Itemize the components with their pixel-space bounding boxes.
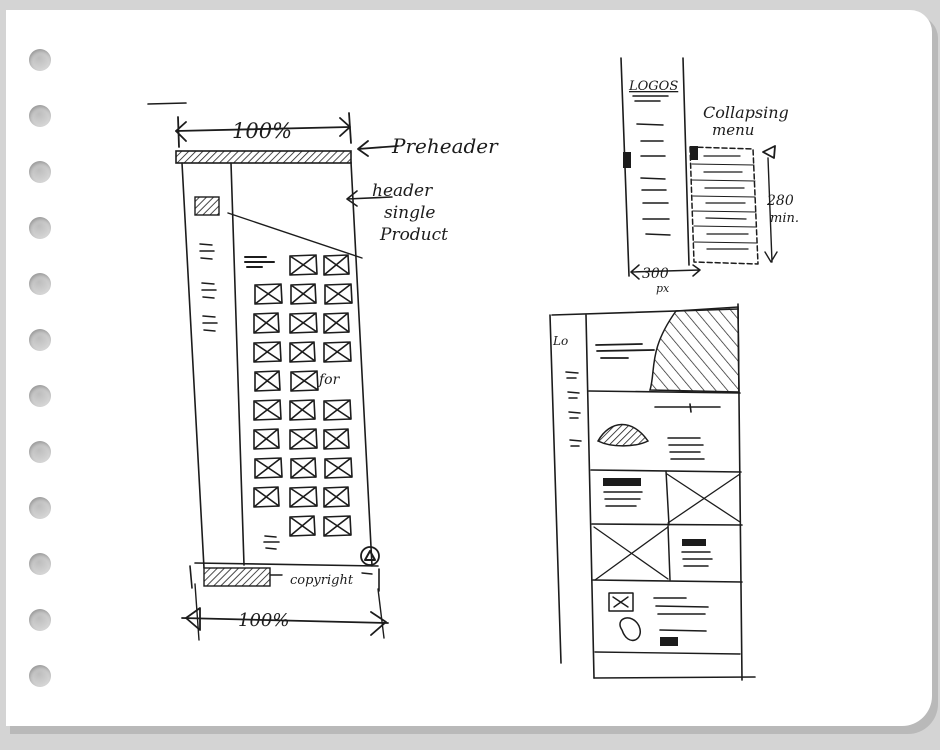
grid-footer-scribble	[263, 535, 280, 550]
bottom-section	[594, 592, 741, 655]
binder-hole-icon	[29, 441, 51, 463]
placeholder-box-icon	[253, 399, 282, 421]
collapse-marker	[690, 146, 698, 160]
placeholder-box-icon	[289, 486, 318, 508]
placeholder-box-icon	[289, 312, 318, 334]
binder-hole-icon	[29, 105, 51, 127]
side-nav-lines	[565, 371, 582, 447]
binder-hole-icon	[29, 385, 51, 407]
footer-bar: copyright	[189, 565, 380, 592]
text-block-dark	[682, 539, 706, 546]
preheader-label: Preheader	[391, 134, 499, 158]
paper-sheet	[6, 10, 932, 726]
image-text-section	[592, 525, 743, 583]
hero-section	[588, 306, 741, 394]
placeholder-box-icon	[323, 312, 350, 334]
placeholder-box-icon	[290, 370, 319, 392]
feature-section	[590, 403, 742, 473]
binder-hole-icon	[29, 217, 51, 239]
placeholder-box-icon	[323, 399, 352, 421]
placeholder-box-icon	[323, 515, 352, 537]
binder-hole-icon	[29, 497, 51, 519]
placeholder-box-icon	[324, 283, 353, 305]
binder-hole-icon	[29, 161, 51, 183]
placeholder-box-icon	[323, 428, 350, 450]
placeholder-box-icon	[253, 486, 280, 508]
placeholder-box-icon	[254, 370, 281, 392]
sidebar-menu-lines	[199, 243, 218, 332]
menu-width-label-line2: px	[656, 282, 670, 295]
placeholder-box-icon	[323, 486, 350, 508]
header-label-line2: single	[384, 203, 436, 223]
width-label-top: 100%	[232, 119, 292, 143]
width-dimension-bottom: 100%	[181, 583, 389, 641]
grid-for-label: for	[318, 372, 341, 388]
sidebar-logo-scribble	[194, 196, 220, 216]
binder-hole-icon	[29, 609, 51, 631]
min-height-label-line2: min.	[770, 211, 799, 226]
copyright-label: copyright	[290, 573, 354, 588]
active-item-marker	[623, 152, 631, 168]
width-dimension-top: 100%	[175, 112, 352, 148]
placeholder-box-icon	[253, 428, 280, 450]
preheader-bar	[175, 150, 352, 164]
submenu-dividers	[691, 163, 758, 244]
binder-hole-icon	[29, 553, 51, 575]
cta-block	[660, 637, 678, 646]
menu-lines	[632, 95, 671, 236]
placeholder-box-icon	[323, 341, 352, 363]
two-column-section	[591, 470, 743, 526]
submenu-lines	[703, 155, 749, 250]
scroll-top-icon	[360, 546, 380, 566]
width-label-bottom: 100%	[238, 610, 289, 631]
placeholder-box-icon	[289, 515, 316, 537]
binder-hole-icon	[29, 329, 51, 351]
header-label-line1: header	[372, 181, 433, 201]
placeholder-box-icon	[289, 341, 316, 363]
placeholder-box-icon	[324, 457, 353, 479]
landing-page-wireframe: Lo	[549, 303, 756, 681]
header-label-line3: Product	[379, 225, 448, 245]
placeholder-box-icon	[254, 457, 283, 479]
placeholder-box-icon	[290, 457, 317, 479]
menu-width-label-line1: 300	[642, 266, 669, 282]
text-block-dark	[603, 478, 641, 486]
mobile-wireframe: 100% Preheader header single Product	[147, 102, 499, 641]
binder-hole-icon	[29, 665, 51, 687]
placeholder-box-icon	[289, 254, 318, 276]
placeholder-box-icon	[253, 341, 282, 363]
placeholder-box-icon	[253, 312, 280, 334]
collapsing-label-line2: menu	[712, 121, 754, 139]
placeholder-box-icon	[254, 283, 283, 305]
collapsing-menu-wireframe: LOGOS Collapsing	[620, 57, 799, 295]
min-height-label-line1: 280	[766, 193, 794, 209]
small-logo-label: Lo	[552, 334, 568, 348]
content-heading-scribble	[244, 256, 275, 268]
placeholder-box-icon	[289, 399, 316, 421]
collapsing-label-line1: Collapsing	[703, 103, 789, 122]
placeholder-box-icon	[290, 283, 317, 305]
placeholder-box-icon	[323, 254, 350, 276]
placeholder-box-icon	[289, 428, 318, 450]
binder-hole-icon	[29, 273, 51, 295]
product-grid	[253, 254, 353, 537]
binder-hole-icon	[29, 49, 51, 71]
logo-label: LOGOS	[628, 79, 678, 94]
